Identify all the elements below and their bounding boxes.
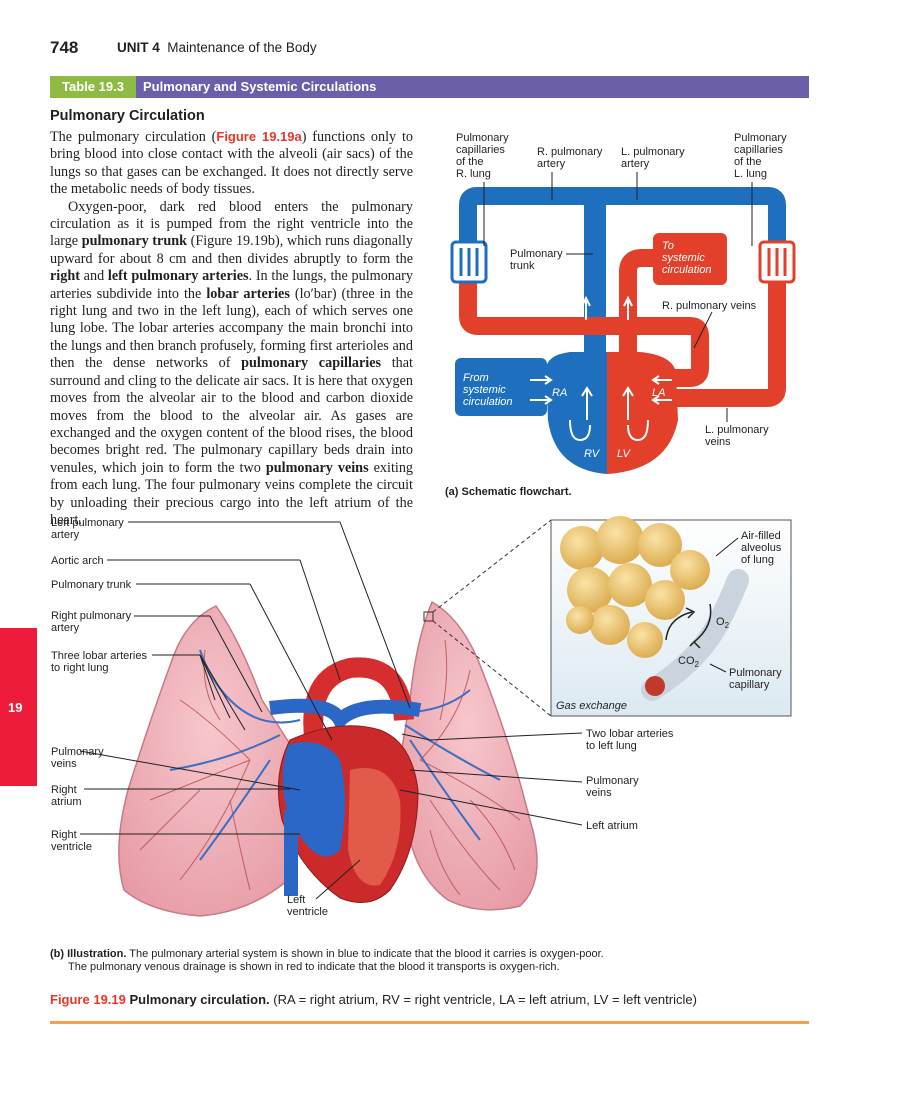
figure-title: Pulmonary circulation. <box>130 992 270 1007</box>
figure-caption: Figure 19.19 Pulmonary circulation. (RA … <box>50 992 697 1007</box>
label-rv: RV <box>584 448 599 460</box>
label-r-pulmonary-veins: R. pulmonary veins <box>662 300 756 312</box>
label-gas-exchange: Gas exchange <box>556 700 627 712</box>
label-ra: RA <box>552 387 567 399</box>
label-left-atrium: Left atrium <box>586 820 638 832</box>
label-la: LA <box>652 387 665 399</box>
divider <box>50 1021 809 1024</box>
label-aortic-arch: Aortic arch <box>51 555 104 567</box>
label-pulmonary-trunk-b: Pulmonary trunk <box>51 579 131 591</box>
label-lv: LV <box>617 448 630 460</box>
caption-b: (b) Illustration. The pulmonary arterial… <box>50 948 750 974</box>
lung-illustration <box>80 516 791 916</box>
figure-note: (RA = right atrium, RV = right ventricle… <box>273 992 697 1007</box>
vena-cava <box>284 810 298 896</box>
figure-number: Figure 19.19 <box>50 992 126 1007</box>
caption-a: (a) Schematic flowchart. <box>445 486 572 498</box>
label-co2: CO2 <box>678 655 699 671</box>
label-o2: O2 <box>716 616 729 632</box>
